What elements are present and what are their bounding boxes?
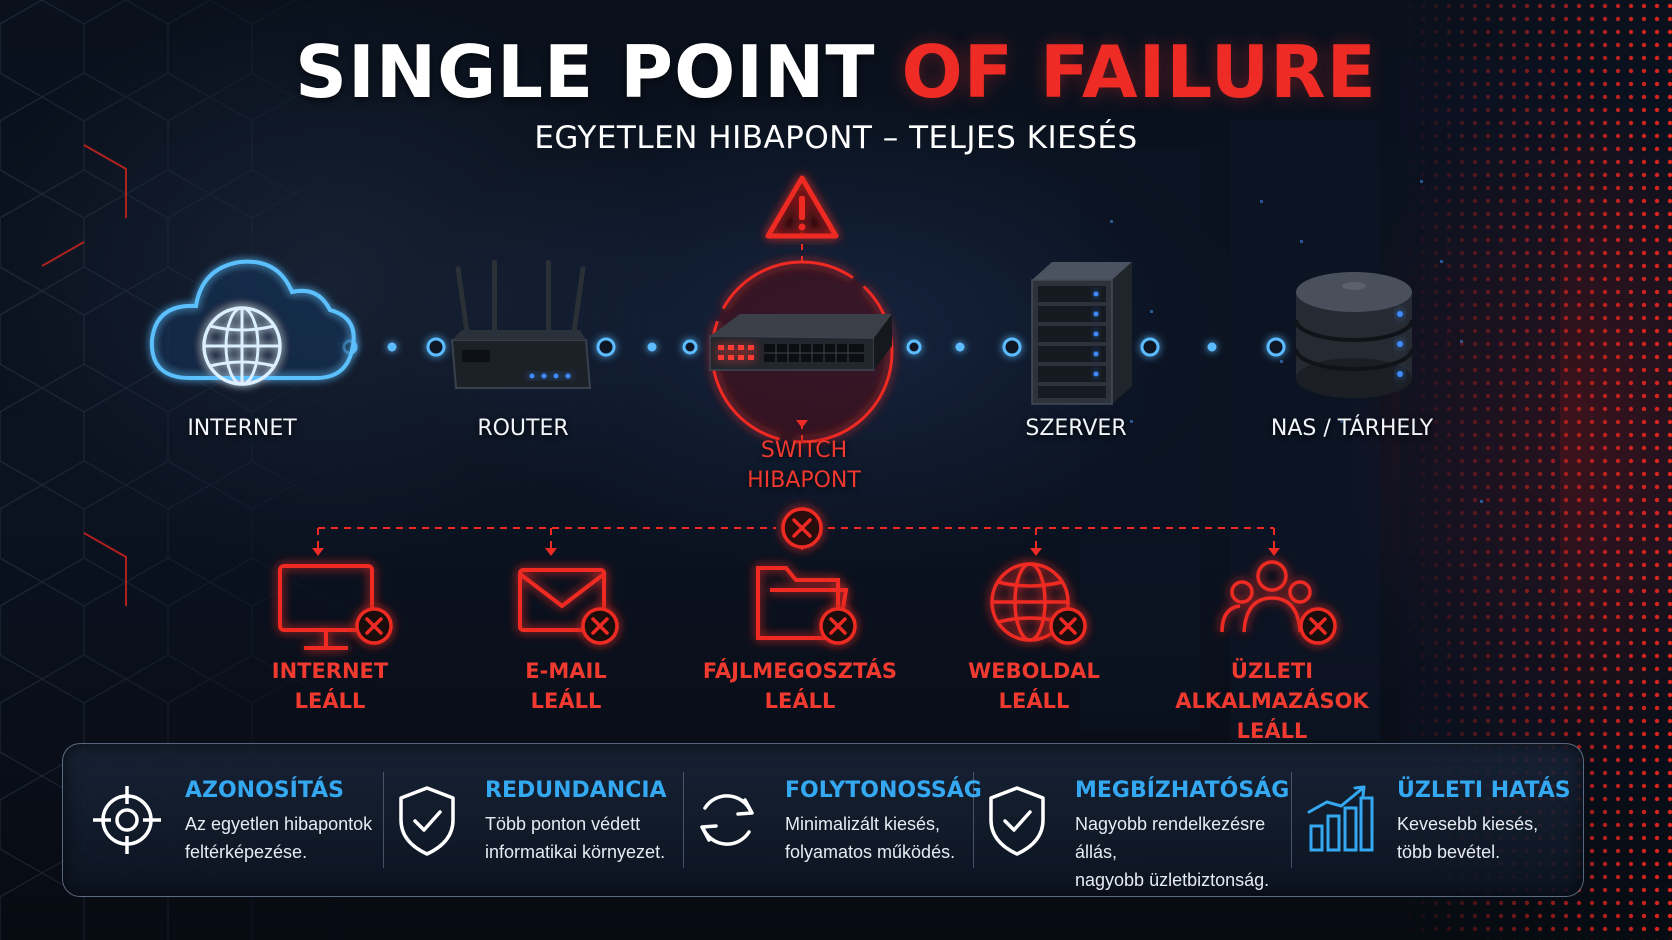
benefits-panel: AZONOSÍTÁS Az egyetlen hibapontok feltérk… [62,743,1584,897]
node-label-server: SZERVER [1025,416,1127,441]
users-icon [1220,560,1312,633]
benefit-line: feltérképezése. [185,842,308,862]
benefit-line: több bevétel. [1397,842,1501,862]
benefit-line: Minimalizált kiesés, [785,814,941,834]
benefit-title: REDUNDANCIA [485,778,667,803]
benefit-line: nagyobb üzletbiztonság. [1075,870,1270,890]
benefit-line: Az egyetlen hibapontok [185,814,373,834]
divider [973,772,974,868]
benefit-title: FOLYTONOSSÁG [785,778,982,803]
impact-title: E-MAIL [525,659,607,683]
title-part-red: OF FAILURE [901,30,1377,114]
switch-label-line2: HIBAPONT [747,468,861,493]
impact-label-website: WEBOLDAL LEÁLL [894,656,1174,716]
benefit-line: Nagyobb rendelkezésre állás, [1075,814,1266,862]
switch-failure-icon [709,226,894,444]
benefit-description: Nagyobb rendelkezésre állás, nagyobb üzle… [1075,810,1275,894]
shield-check-icon [989,786,1045,856]
benefit-line: informatikai környezet. [485,842,666,862]
globe-icon [990,562,1070,642]
divider [383,772,384,868]
benefit-description: Az egyetlen hibapontok feltérképezése. [185,810,375,866]
bar-chart-icon [1307,785,1374,852]
envelope-icon [518,568,606,632]
node-label-nas: NAS / TÁRHELY [1270,416,1434,441]
benefit-identification: AZONOSÍTÁS Az egyetlen hibapontok feltérk… [63,744,372,896]
benefit-line: Több ponton védett [485,814,641,834]
switch-label-line1: SWITCH [760,438,848,463]
node-label-switch: SWITCH HIBAPONT [684,436,924,496]
divider [683,772,684,868]
router-icon [450,260,592,389]
cloud-globe-icon [149,259,356,386]
impact-status: LEÁLL [530,689,602,713]
impact-label-email: E-MAIL LEÁLL [426,656,706,716]
benefit-line: folyamatos működés. [785,842,956,862]
benefit-title: AZONOSÍTÁS [185,778,344,803]
benefit-title: ÜZLETI HATÁS [1397,778,1571,803]
impact-label-internet: INTERNET LEÁLL [190,656,470,716]
impact-label-fileshare: FÁJLMEGOSZTÁS LEÁLL [660,656,940,716]
title-part-white: SINGLE POINT [295,30,876,114]
benefit-description: Minimalizált kiesés, folyamatos működés. [785,810,975,866]
divider [1291,772,1292,868]
server-icon [1031,262,1132,405]
impact-title: INTERNET [271,659,389,683]
refresh-icon [700,794,754,846]
database-icon [1294,272,1414,398]
benefit-line: Kevesebb kiesés, [1397,814,1539,834]
monitor-icon [278,564,374,650]
impact-status: LEÁLL [1236,719,1308,743]
node-label-router: ROUTER [477,416,569,441]
warning-icon [765,175,839,239]
benefit-reliability: MEGBÍZHATÓSÁG Nagyobb rendelkezésre állá… [953,744,1289,896]
crosshair-icon [93,786,161,854]
subtitle: EGYETLEN HIBAPONT – TELJES KIESÉS [534,120,1138,156]
failure-branch-lines [317,416,1275,550]
benefit-title: MEGBÍZHATÓSÁG [1075,778,1290,803]
impact-status: LEÁLL [998,689,1070,713]
benefit-continuity: FOLYTONOSSÁG Minimalizált kiesés, folyama… [663,744,982,896]
benefit-business-impact: ÜZLETI HATÁS Kevesebb kiesés, több bevéte… [1275,744,1575,896]
impact-title: WEBOLDAL [968,659,1100,683]
page-title: SINGLE POINT OF FAILURE [0,22,1672,122]
impact-status: LEÁLL [294,689,366,713]
node-label-internet: INTERNET [187,416,297,441]
impact-x-icons [355,607,1337,645]
benefit-description: Több ponton védett informatikai környezet… [485,810,675,866]
benefit-description: Kevesebb kiesés, több bevétel. [1397,810,1567,866]
shield-check-icon [399,786,455,856]
failure-x-icon [781,507,823,549]
impact-label-business-apps: ÜZLETI ALKALMAZÁSOK LEÁLL [1132,656,1412,746]
impact-status: LEÁLL [764,689,836,713]
benefit-redundancy: REDUNDANCIA Több ponton védett informatik… [363,744,667,896]
impact-title: ÜZLETI ALKALMAZÁSOK [1175,659,1369,713]
impact-title: FÁJLMEGOSZTÁS [702,659,898,683]
